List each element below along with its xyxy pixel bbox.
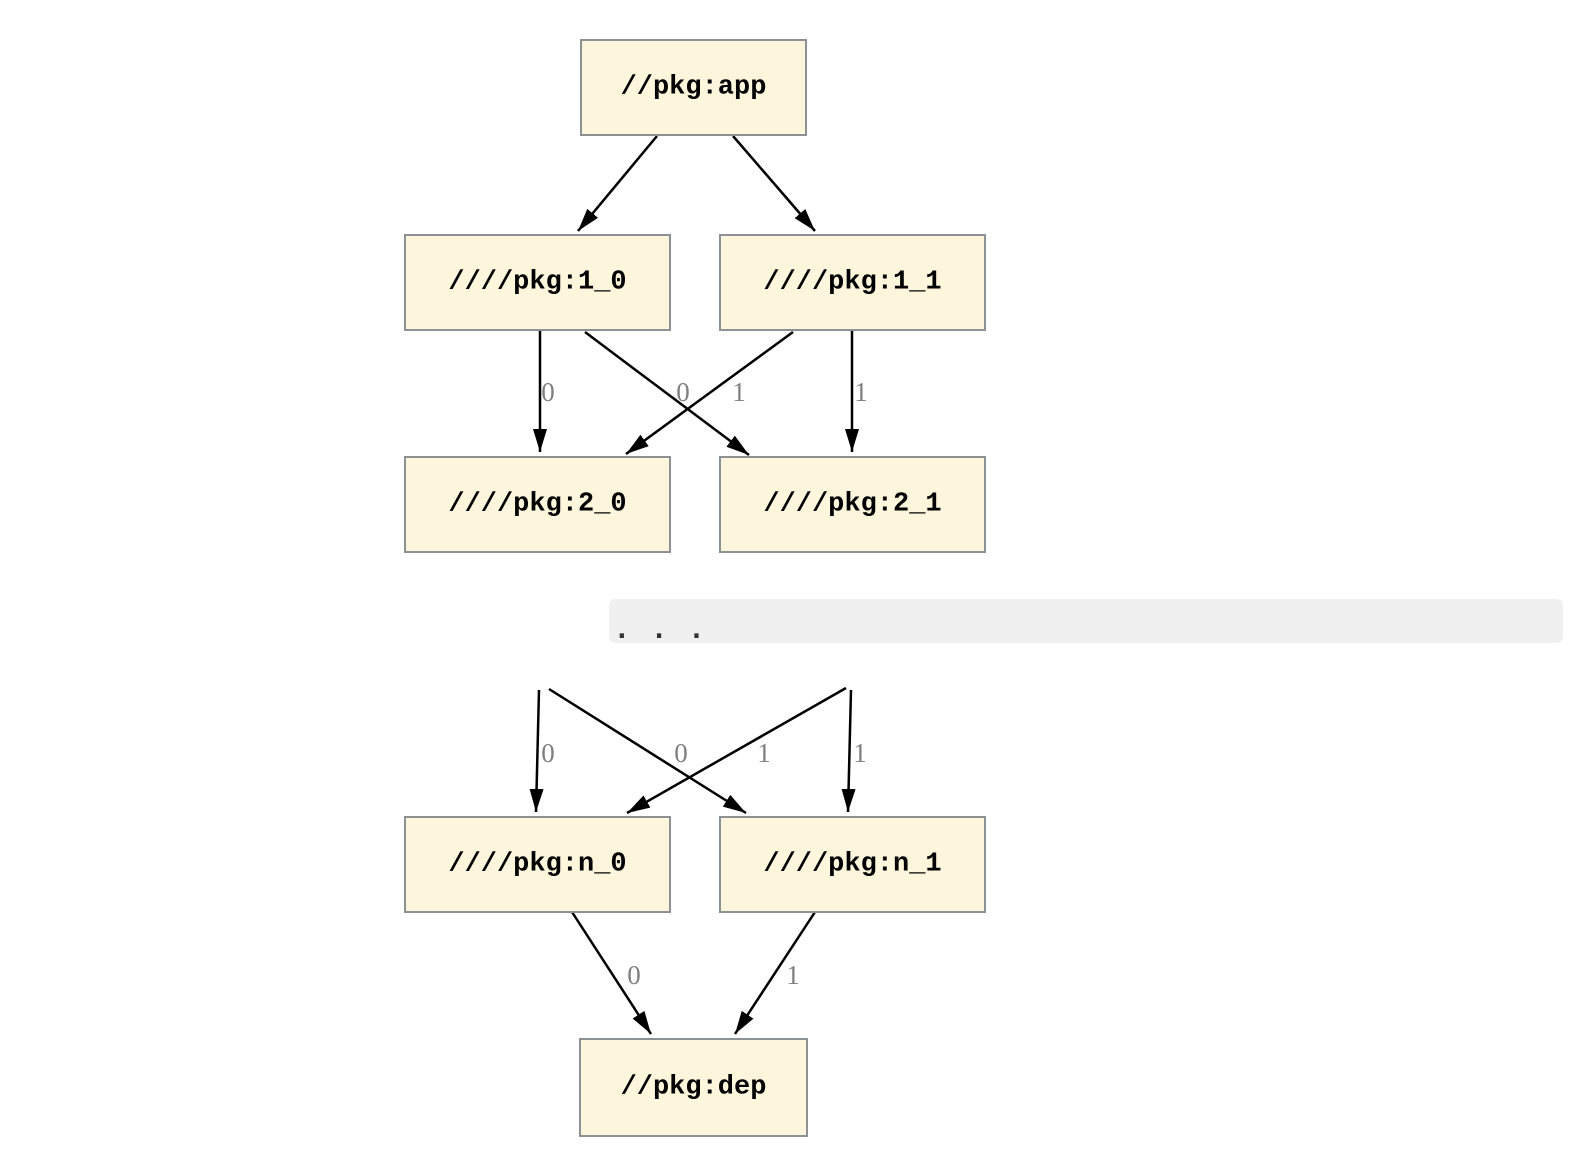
node-pkg-2_1: ////pkg:2_1: [719, 456, 986, 553]
node-pkg-dep: //pkg:dep: [579, 1038, 808, 1137]
node-box: [404, 816, 671, 913]
node-box: [719, 456, 986, 553]
node-pkg-1_0: ////pkg:1_0: [404, 234, 671, 331]
node-pkg-n_0: ////pkg:n_0: [404, 816, 671, 913]
edge-ellipsis-to-pkgn_1-right: [841, 689, 856, 813]
node-box: [404, 456, 671, 553]
edge-label: 0: [676, 377, 690, 407]
node-box: [579, 1038, 808, 1137]
edge-label: 1: [854, 377, 868, 407]
edge-label: 0: [541, 377, 555, 407]
node-pkg-app: //pkg:app: [580, 39, 807, 136]
ellipsis-band-box: [609, 599, 1563, 643]
edge-pkgn_1-to-dep: [733, 911, 817, 1035]
node-pkg-n_1: ////pkg:n_1: [719, 816, 986, 913]
node-label: ////pkg:2_0: [448, 490, 626, 520]
edge-label: 1: [732, 377, 746, 407]
edge-ellipsis-to-pkgn_0-right: [626, 686, 847, 815]
node-pkg-1_1: ////pkg:1_1: [719, 234, 986, 331]
edge-label: 1: [853, 738, 867, 768]
node-box: [580, 39, 807, 136]
edge-app-to-pkg1_0: [577, 135, 658, 232]
edge-pkgn_0-to-dep: [570, 911, 653, 1035]
edge-pkg1_1-to-pkg2_0: [625, 330, 794, 456]
node-label: ////pkg:n_1: [763, 850, 941, 880]
node-box: [404, 234, 671, 331]
ellipsis-label: . . .: [614, 615, 707, 645]
edge-label: 0: [627, 960, 641, 990]
node-label: ////pkg:1_1: [763, 268, 941, 298]
edge-label: 1: [786, 960, 800, 990]
node-label: //pkg:dep: [621, 1073, 767, 1103]
node-label: ////pkg:1_0: [448, 268, 626, 298]
node-label: ////pkg:2_1: [763, 490, 941, 520]
node-label: //pkg:app: [621, 73, 767, 103]
edge-app-to-pkg1_1: [732, 135, 816, 232]
ellipsis-band: . . .: [609, 599, 1563, 645]
node-box: [719, 816, 986, 913]
edge-ellipsis-to-pkgn_0-left: [529, 689, 544, 813]
edge-label: 1: [757, 738, 771, 768]
node-box: [719, 234, 986, 331]
node-pkg-2_0: ////pkg:2_0: [404, 456, 671, 553]
edge-label: 0: [674, 738, 688, 768]
edge-pkg1_0-to-pkg2_1: [584, 331, 750, 456]
node-label: ////pkg:n_0: [448, 850, 626, 880]
edge-label: 0: [541, 738, 555, 768]
edge-ellipsis-to-pkgn_1-left: [548, 687, 747, 815]
